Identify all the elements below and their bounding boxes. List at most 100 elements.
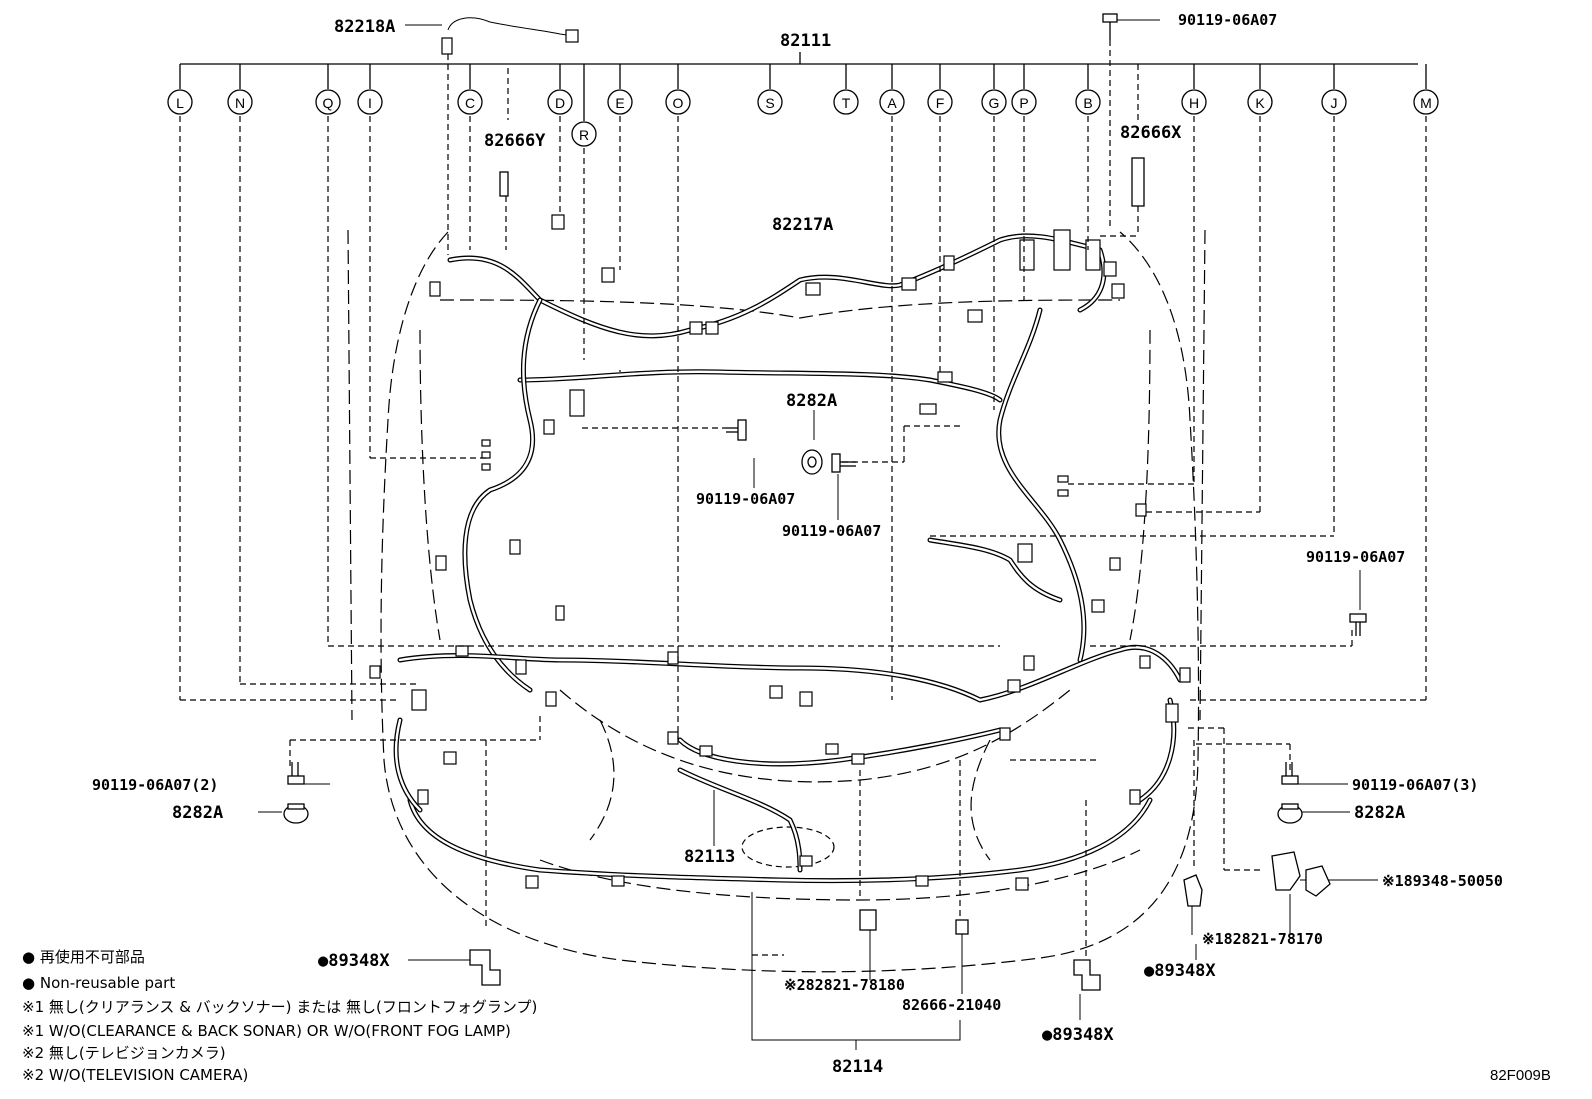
legend-line-1: ● 再使用不可部品 [22,948,145,966]
vehicle-body-outline [347,229,1206,973]
callout-circle [1247,89,1273,115]
clip-icon [1305,865,1331,897]
callout-circle [1011,89,1037,115]
label-82113: 82113 [684,847,735,867]
label-82821-78180: ※282821-78180 [784,976,905,994]
label-89348X-right-1: ●89348X [1144,961,1216,981]
callout-t: T [833,89,859,115]
legend-line-4: ※1 W/O(CLEARANCE & BACK SONAR) OR W/O(FR… [22,1022,511,1040]
bolt-icon [1281,762,1299,785]
callout-letter: N [235,95,245,111]
callout-letter: M [1420,95,1432,111]
callout-e: E [607,89,633,115]
callout-circle [1413,89,1439,115]
legend: ● 再使用不可部品 ● Non-reusable part ※1 無し(クリアラ… [22,948,537,1084]
bracket-icon [1183,874,1203,907]
callout-circle [981,89,1007,115]
label-89348-50050: ※189348-50050 [1382,872,1503,890]
label-82666-21040: 82666-21040 [902,996,1001,1014]
callout-n: N [227,89,253,115]
callout-c: C [457,89,483,115]
diagram-code: 82F009B [1490,1067,1551,1084]
legend-line-2: ● Non-reusable part [22,974,175,992]
callout-circle [879,89,905,115]
label-bolt-right: 90119-06A07 [1306,548,1405,566]
label-82111: 82111 [780,31,831,51]
label-82821-78170: ※182821-78170 [1202,930,1323,948]
bracket-icon [469,949,501,986]
clip-icon [801,449,823,475]
clamp-icon [955,919,969,935]
harness-wires [393,233,1183,884]
clip-icon [1271,851,1301,891]
callout-letter: D [555,95,565,111]
callout-letter: F [936,95,945,111]
callout-letter: B [1083,95,1092,111]
callout-circle [757,89,783,115]
label-82217A: 82217A [772,215,833,235]
label-bolt-center-1: 90119-06A07 [696,490,795,508]
callout-circle [833,89,859,115]
callout-circle [547,89,573,115]
label-bolt-right-3: 90119-06A07(3) [1352,776,1478,794]
callout-circle [1181,89,1207,115]
callout-b: B [1075,89,1101,115]
part-labels: 82218A 82111 90119-06A07 82666Y 82666X 8… [92,11,1551,1084]
callout-a: A [879,89,905,115]
legend-line-3: ※1 無し(クリアランス & バックソナー) または 無し(フロントフォグランプ… [22,998,537,1016]
bolt-icon [831,453,856,473]
clip-icon [283,803,309,824]
callout-letter: T [842,95,851,111]
callout-letter: O [673,95,684,111]
callout-circle [607,89,633,115]
callout-circle [571,121,597,147]
callout-letter: A [887,95,897,111]
label-8282A-right: 8282A [1354,803,1405,823]
callout-o: O [665,89,691,115]
bolt-icon [287,762,305,785]
callout-d: D [547,89,573,115]
callout-h: H [1181,89,1207,115]
callout-circle [357,89,383,115]
label-82218A: 82218A [334,17,395,37]
label-89348X-right-2: ●89348X [1042,1025,1114,1045]
callout-letter: K [1255,95,1265,111]
callout-circle [227,89,253,115]
callout-circle [315,89,341,115]
label-bolt-center-2: 90119-06A07 [782,522,881,540]
callout-g: G [981,89,1007,115]
callout-circle [167,89,193,115]
callout-letter: J [1331,95,1338,111]
label-bolt-left: 90119-06A07(2) [92,776,218,794]
label-8282A-center: 8282A [786,391,837,411]
callout-letter: R [579,127,589,143]
hardware-parts [283,419,1367,991]
callout-letter: G [989,95,1000,111]
top-distribution-bar [179,52,1427,121]
callout-letter: E [615,95,624,111]
bolt-icon [1349,613,1367,636]
callout-j: J [1321,89,1347,115]
callout-k: K [1247,89,1273,115]
callout-circle [665,89,691,115]
callout-circle [927,89,953,115]
callout-q: Q [315,89,341,115]
label-89348X-left: ●89348X [318,951,390,971]
callout-i: I [357,89,383,115]
leader-lines [179,13,1427,1050]
callout-letter: Q [323,95,334,111]
callout-letter: I [368,95,372,111]
callout-circle [457,89,483,115]
callout-f: F [927,89,953,115]
bracket-icon [1073,959,1101,991]
legend-line-6: ※2 W/O(TELEVISION CAMERA) [22,1066,248,1084]
callout-letter: P [1019,95,1028,111]
callout-circle [1321,89,1347,115]
callout-letter: L [176,95,184,111]
clip-icon [859,909,877,931]
callout-letter: C [465,95,475,111]
callout-m: M [1413,89,1439,115]
label-8282A-left: 8282A [172,803,223,823]
